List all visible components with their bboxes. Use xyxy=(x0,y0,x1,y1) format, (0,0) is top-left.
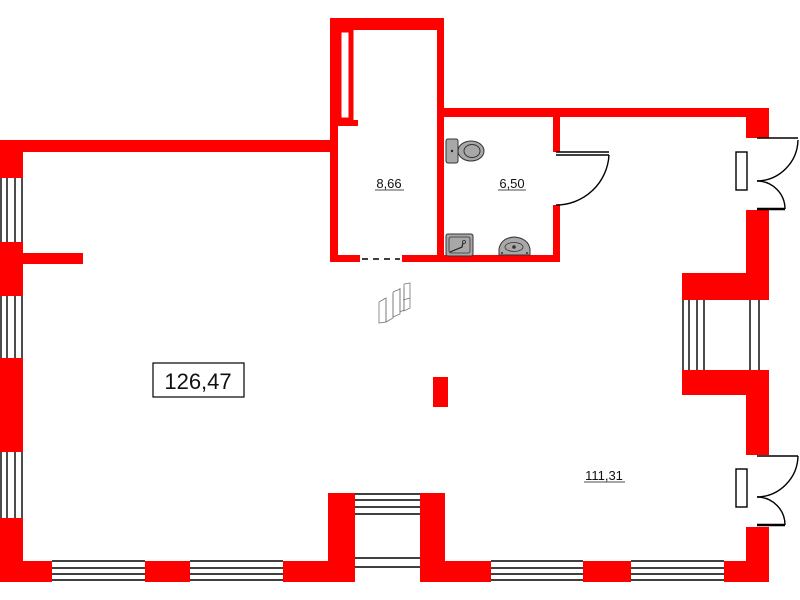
bathroom-door xyxy=(555,151,610,206)
sink-icon xyxy=(498,236,531,256)
window-bottom-bay xyxy=(352,493,422,568)
hall-area-label: 111,31 xyxy=(585,468,623,483)
wall-bottom-4 xyxy=(420,561,491,582)
wall-right-bottom xyxy=(746,527,769,582)
wall-top-right xyxy=(440,108,769,117)
wall-storage-bottom-right xyxy=(402,255,558,262)
storage-niche xyxy=(336,27,354,123)
walls xyxy=(0,18,769,582)
wall-storage-top xyxy=(330,18,442,30)
window-bottom-1 xyxy=(52,560,145,581)
wall-bay-left xyxy=(328,493,355,582)
window-right-bay xyxy=(682,300,760,373)
wall-top-left xyxy=(0,140,336,152)
window-bottom-2 xyxy=(190,560,283,581)
wall-bottom-1 xyxy=(0,561,52,582)
bathroom-area-label: 6,50 xyxy=(499,176,524,191)
stairs-icon xyxy=(378,282,411,324)
toilet-icon xyxy=(445,138,485,164)
wall-storage-right xyxy=(437,18,444,262)
wall-left-3 xyxy=(0,358,23,452)
wall-right-mid xyxy=(746,210,769,300)
total-area-box xyxy=(152,362,245,398)
storage-area-label: 8,66 xyxy=(376,176,401,191)
wall-storage-bottom-left xyxy=(330,255,360,262)
windows xyxy=(0,178,760,581)
window-bottom-3 xyxy=(491,560,583,581)
total-area-label: 126,47 xyxy=(164,369,231,394)
wall-bath-right-upper xyxy=(553,117,560,152)
wall-left-stub xyxy=(23,253,83,264)
wall-bottom-2 xyxy=(145,561,190,582)
wall-storage-niche-bottom xyxy=(338,120,358,126)
wall-left-1 xyxy=(0,140,23,178)
wall-left-2 xyxy=(0,242,23,296)
window-left-lower xyxy=(0,452,23,518)
accessible-sink-icon xyxy=(445,233,474,257)
wall-bath-right-lower xyxy=(553,205,560,262)
window-bottom-4 xyxy=(631,560,724,581)
wall-bottom-5 xyxy=(583,561,631,582)
entrance-door-bottom xyxy=(735,455,799,527)
column xyxy=(433,377,448,407)
wall-storage-left xyxy=(330,18,338,262)
entrance-door-top xyxy=(735,137,799,211)
wall-bay-bottom xyxy=(682,370,769,395)
window-left-middle xyxy=(0,296,23,358)
window-left-upper xyxy=(0,178,23,242)
doors xyxy=(555,137,799,527)
